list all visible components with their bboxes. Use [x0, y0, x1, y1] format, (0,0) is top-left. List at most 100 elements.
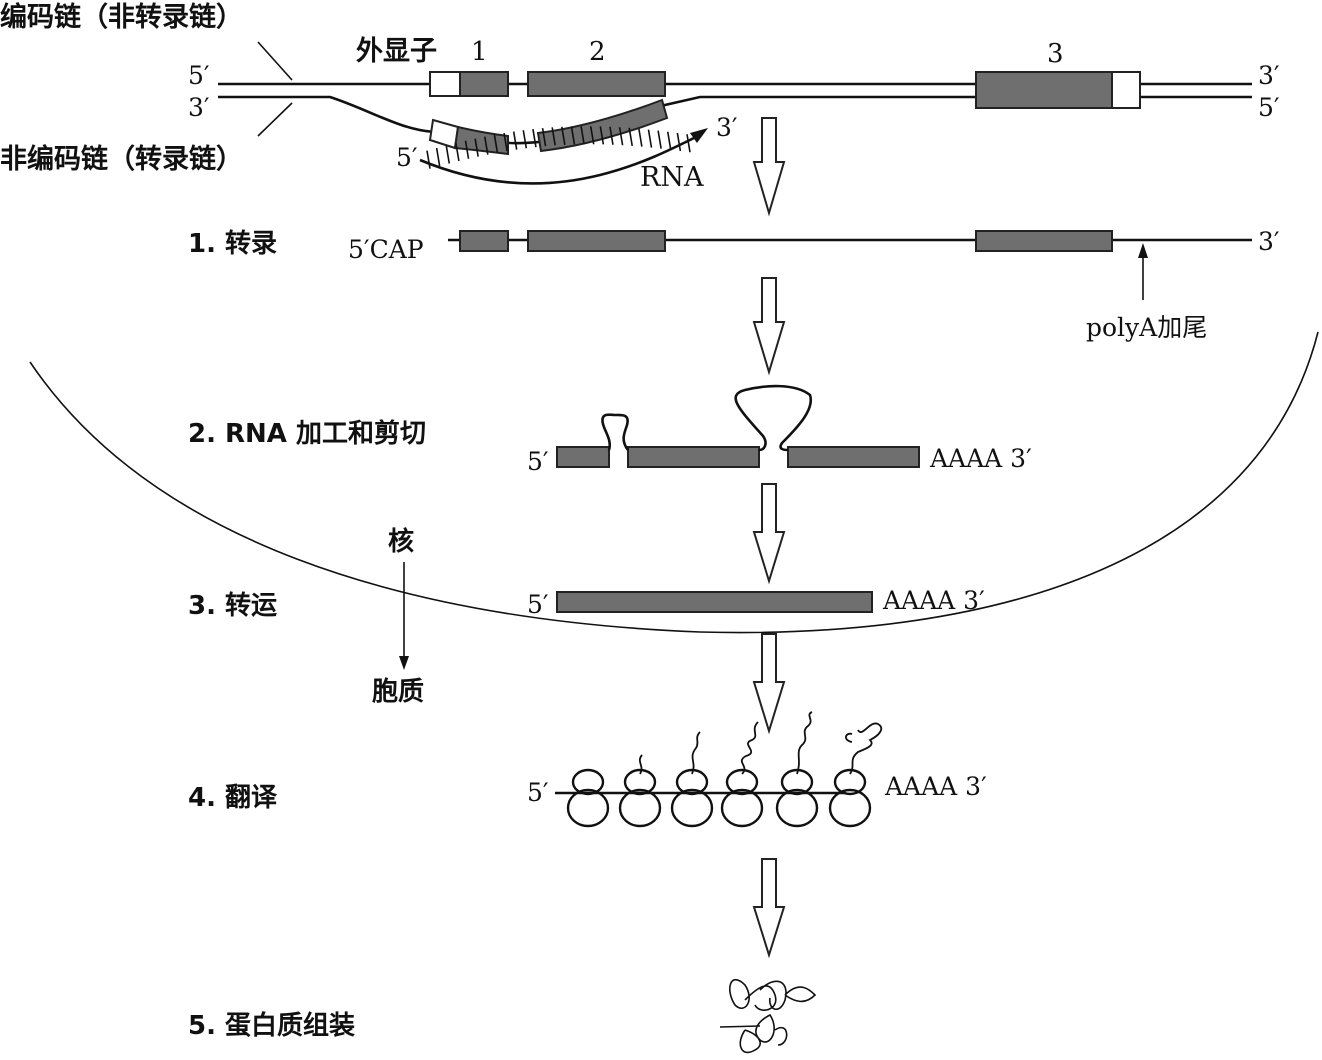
- rna-base-tick: [522, 130, 528, 149]
- nascent-polypeptide: [796, 711, 813, 775]
- down-arrow-4-icon: [752, 633, 786, 735]
- rna-base-tick: [618, 127, 624, 146]
- exon-2-box: [527, 71, 666, 97]
- coding-strand-label: 编码链（非转录链）: [0, 1, 243, 33]
- coding-strand-pointer: [257, 41, 293, 81]
- exon-1-box: [459, 71, 509, 97]
- rna-5prime: 5′: [396, 143, 418, 172]
- rna-base-tick: [589, 126, 595, 145]
- ribosome-large-subunit: [670, 788, 714, 828]
- pre-mrna-exon-2: [527, 230, 666, 252]
- rna-base-tick: [493, 134, 499, 153]
- exon-number-3: 3: [1047, 39, 1064, 69]
- polysome: [566, 711, 883, 828]
- splice-5prime: 5′: [527, 447, 549, 476]
- down-arrow-2-icon: [752, 277, 786, 376]
- step-3-label: 3. 转运: [188, 591, 277, 621]
- mature-mrna-box: [556, 591, 873, 613]
- template-exon-2-box: [536, 98, 669, 153]
- rna-base-tick: [551, 127, 556, 146]
- rna-transcript-line: [419, 133, 701, 185]
- utr-5-box: [429, 71, 461, 97]
- splice-exon-1: [556, 446, 610, 468]
- rna-base-tick: [628, 127, 634, 146]
- ribosome-large-subunit: [828, 788, 872, 828]
- splice-exon-3: [787, 446, 920, 468]
- template-strand-pointer: [257, 102, 293, 137]
- ribosome-large-subunit: [566, 788, 610, 828]
- mrna-5prime: 5′: [527, 590, 549, 619]
- ribosome-small-subunit: [833, 768, 867, 796]
- ribosome-large-subunit: [720, 788, 764, 828]
- rna-base-tick: [638, 128, 643, 147]
- mrna-polya-label: AAAA 3′: [882, 586, 985, 615]
- splice-polya-label: AAAA 3′: [929, 444, 1032, 473]
- pre-mrna-exon-3: [975, 230, 1113, 252]
- intron-loop-small: [601, 413, 630, 451]
- nascent-polypeptide: [845, 722, 883, 775]
- splice-exon-2: [627, 446, 760, 468]
- down-arrow-3-icon: [752, 483, 786, 585]
- step-2-label: 2. RNA 加工和剪切: [188, 418, 426, 449]
- template-strand-label: 非编码链（转录链）: [0, 143, 243, 175]
- rna-base-tick: [666, 131, 672, 150]
- rna-base-tick: [541, 128, 547, 147]
- polya-arrowhead-icon: [1138, 243, 1148, 258]
- rna-label: RNA: [640, 162, 704, 193]
- nascent-polypeptide: [740, 721, 759, 775]
- rna-arrowhead-icon: [690, 128, 708, 143]
- rna-base-tick: [570, 126, 576, 145]
- utr-3-box: [1111, 71, 1141, 109]
- nascent-polypeptide: [638, 754, 643, 775]
- rna-base-tick: [561, 126, 566, 145]
- folded-protein-icon: [719, 978, 817, 1054]
- rna-base-tick: [532, 128, 537, 148]
- rna-base-tick: [474, 138, 479, 157]
- pre-mrna-exon-1: [459, 230, 509, 252]
- coding-3prime: 3′: [1258, 61, 1280, 90]
- rna-base-tick: [455, 142, 460, 162]
- rna-base-tick: [609, 126, 614, 145]
- nascent-polypeptide: [691, 731, 701, 775]
- cap-label: 5′CAP: [348, 235, 424, 264]
- rna-base-tick: [464, 140, 470, 159]
- rna-base-tick: [676, 132, 682, 152]
- template-exon-1-box: [453, 125, 509, 156]
- rna-base-ticks: [426, 126, 691, 169]
- step-4-label: 4. 翻译: [188, 783, 278, 813]
- coding-5prime: 5′: [188, 61, 210, 90]
- exon-3-box: [975, 71, 1113, 109]
- nucleus-label: 核: [388, 526, 414, 557]
- rna-base-tick: [580, 126, 585, 145]
- template-utr-box: [428, 118, 460, 150]
- cytoplasm-label: 胞质: [372, 676, 424, 707]
- rna-base-tick: [483, 136, 489, 155]
- rna-base-tick: [426, 150, 431, 169]
- ribosome-large-subunit: [775, 788, 819, 828]
- pre-mrna-3prime: 3′: [1258, 227, 1280, 256]
- rna-base-tick: [657, 130, 662, 149]
- rna-base-tick: [599, 126, 605, 145]
- translation-polya-label: AAAA 3′: [884, 772, 987, 801]
- transport-arrowhead-icon: [399, 656, 409, 670]
- nuclear-envelope: [29, 331, 1319, 634]
- exon-label: 外显子: [356, 36, 437, 67]
- rna-base-tick: [445, 145, 451, 164]
- template-5prime: 5′: [1258, 93, 1280, 122]
- exon-number-2: 2: [589, 37, 606, 67]
- intron-loop-large: [734, 384, 813, 452]
- rna-base-tick: [512, 131, 518, 150]
- rna-3prime: 3′: [716, 113, 738, 142]
- rna-base-tick: [503, 132, 508, 152]
- exon-number-1: 1: [471, 37, 488, 67]
- rna-base-tick: [686, 134, 691, 153]
- down-arrow-5-icon: [752, 858, 786, 959]
- step-5-label: 5. 蛋白质组装: [188, 1010, 355, 1041]
- down-arrow-1-icon: [752, 117, 786, 217]
- rna-base-tick: [647, 129, 653, 148]
- ribosome-large-subunit: [618, 788, 662, 828]
- rna-base-tick: [435, 147, 441, 167]
- translation-5prime: 5′: [527, 778, 549, 807]
